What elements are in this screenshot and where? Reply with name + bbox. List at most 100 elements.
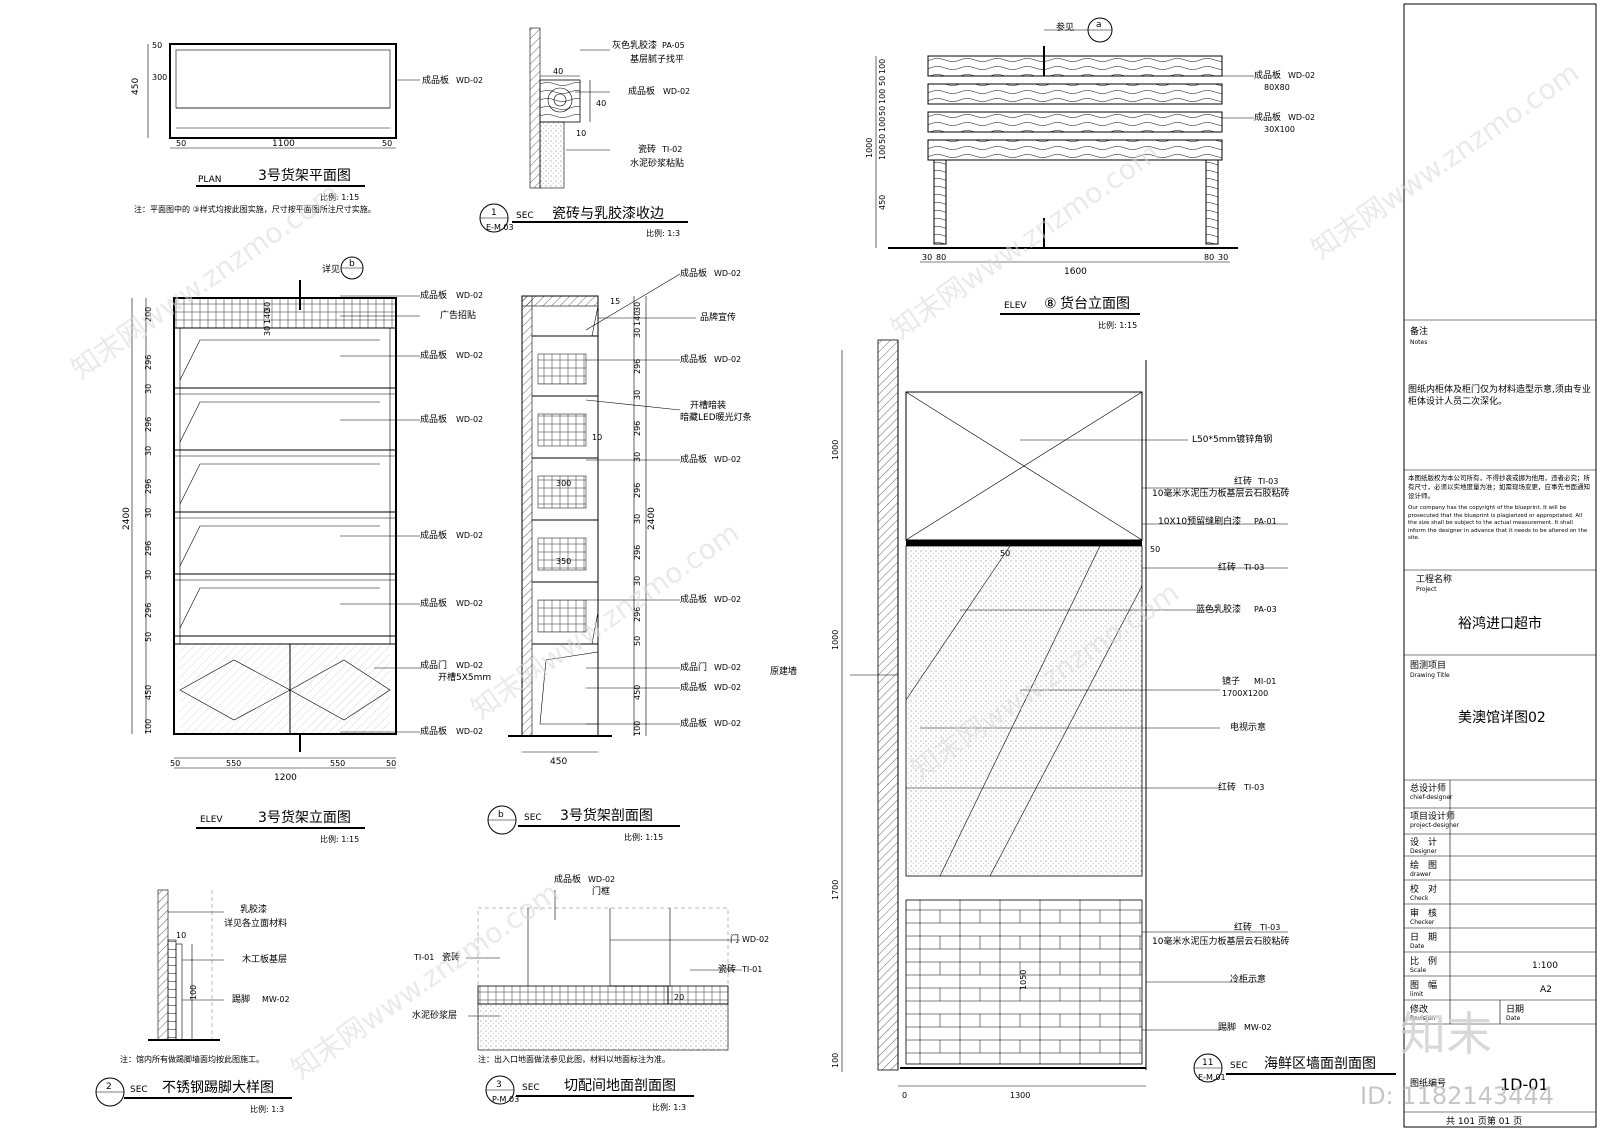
dim: 30	[263, 302, 272, 312]
rev-date-label-en: Date	[1506, 1015, 1521, 1022]
callout-code: WD-02	[714, 455, 741, 464]
callout-code: WD-02	[456, 599, 483, 608]
callout-label: 乳胶漆	[240, 903, 267, 915]
callout-label: 冷柜示意	[1230, 973, 1266, 985]
row-label: 审 核	[1410, 907, 1437, 919]
row-label-en: Checker	[1410, 919, 1435, 926]
callout-label: 详见各立面材料	[224, 917, 287, 929]
row-label-en: limit	[1410, 991, 1424, 998]
drawing-tag: ELEV	[200, 815, 223, 825]
callout-code: WD-02	[456, 415, 483, 424]
callout-code: MI-01	[1254, 677, 1276, 686]
callout-code: WD-02	[456, 727, 483, 736]
drawing-num: ⑧	[1044, 296, 1057, 312]
watermark-text: 知末网www.znzmo.com	[465, 516, 745, 726]
callout-sub: 80X80	[1264, 83, 1290, 92]
row-label-en: project-designer	[1410, 822, 1460, 829]
title-block: 备注 Notes 图纸内柜体及柜门仅为材料造型示意,须由专业柜体设计人员二次深化…	[1403, 3, 1597, 1128]
drawing-scale: 比例: 1:15	[320, 834, 359, 844]
dim: 50	[878, 106, 887, 116]
section-ref: E-M.01	[1198, 1073, 1226, 1082]
callout-code: TI-03	[1243, 783, 1264, 792]
callout-code: WD-02	[714, 355, 741, 364]
section-ref: E-M.03	[486, 223, 514, 232]
dim: 15	[610, 297, 620, 306]
drawing-title: 海鲜区墙面剖面图	[1264, 1056, 1376, 1072]
callout-code: PA-03	[1254, 605, 1277, 614]
drawing-title: 不锈钢踢脚大样图	[162, 1080, 274, 1096]
section-number: 1	[491, 208, 497, 218]
callout-code: WD-02	[714, 719, 741, 728]
dim: 100	[878, 117, 887, 132]
drawing-tag: ELEV	[1004, 301, 1027, 311]
dim: 450	[550, 757, 567, 767]
sheet-label: 图纸编号	[1410, 1077, 1446, 1089]
dim: 80	[1204, 253, 1214, 262]
dim: 80	[936, 253, 946, 262]
drawing-title: 切配间地面剖面图	[564, 1078, 676, 1094]
dim: 300	[152, 73, 167, 82]
drawing-tag: SEC	[516, 211, 534, 221]
dim: 2400	[122, 507, 132, 530]
callout-code: PA-01	[1254, 517, 1277, 526]
drawing-note: 注：出入口地面做法参见此图，材料以地面标注为准。	[478, 1054, 670, 1064]
callout-code: WD-02	[456, 76, 483, 85]
callout-label: 成品板	[420, 413, 447, 425]
dim: 20	[674, 993, 684, 1002]
callout-code: TI-01	[413, 953, 434, 962]
callout-code: TI-01	[741, 965, 762, 974]
dim: 296	[144, 355, 153, 370]
dim: 350	[556, 557, 571, 566]
callout-label: 成品板	[420, 529, 447, 541]
callout-label: 开槽暗装	[690, 399, 726, 411]
watermark-text: 知末网www.znzmo.com	[1305, 56, 1585, 266]
notes-label: 备注	[1410, 325, 1428, 337]
dim: 30	[144, 384, 153, 394]
callout-code: WD-02	[742, 935, 769, 944]
rev-date-label: 日期	[1506, 1004, 1524, 1015]
callout-label: 成品门	[420, 659, 447, 671]
dim: 10	[576, 129, 586, 138]
dim: 550	[330, 759, 345, 768]
dim: 296	[144, 479, 153, 494]
drawing-title: 3号货架立面图	[258, 809, 351, 826]
dim: 1000	[831, 630, 840, 650]
callout-code: WD-02	[663, 87, 690, 96]
drawing-title: 3号货架平面图	[258, 167, 351, 184]
dim: 296	[144, 603, 153, 618]
elevation-3-shelf: 详见 b 200 296 30 296 30 296 30 296 30 296…	[122, 256, 491, 844]
section-1-tile-edge: 40 40 10 灰色乳胶漆 PA-05 基层腻子找平 成品板 WD-02 瓷砖…	[479, 27, 690, 238]
row-label-en: Designer	[1410, 848, 1437, 855]
callout-label: 瓷砖	[442, 951, 460, 963]
row-label: 图 幅	[1410, 979, 1437, 991]
callout-code: MW-02	[1244, 1023, 1272, 1032]
drawing-scale: 比例: 1:15	[320, 192, 359, 202]
callout-label: 瓷砖	[638, 143, 656, 155]
drawing-tag: PLAN	[198, 175, 222, 185]
dim: 10	[592, 433, 602, 442]
dim: 1600	[1064, 267, 1087, 277]
ref-text: 详见	[322, 263, 340, 275]
dim: 296	[633, 421, 642, 436]
dim: 100	[878, 59, 887, 74]
drawing-tag: SEC	[130, 1085, 148, 1095]
callout-label: 成品板	[680, 453, 707, 465]
callout-code: WD-02	[1288, 113, 1315, 122]
project-label: 工程名称	[1416, 573, 1452, 585]
section-ref: P-M.03	[492, 1095, 519, 1104]
notes-text: 图纸内柜体及柜门仅为材料造型示意,须由专业柜体设计人员二次深化。	[1408, 385, 1591, 407]
dim: 140	[633, 311, 642, 326]
callout-label: 开槽5X5mm	[438, 671, 491, 683]
dim: 30	[144, 570, 153, 580]
dim: 1700	[831, 880, 840, 900]
callout-label: 成品板	[420, 289, 447, 301]
callout-code: MW-02	[262, 995, 290, 1004]
dim: 10	[176, 931, 186, 940]
dim: 100	[633, 721, 642, 736]
row-label: 日 期	[1410, 932, 1437, 943]
dim: 50	[386, 759, 396, 768]
dim: 40	[596, 99, 606, 108]
callout-sub: 30X100	[1264, 125, 1295, 134]
drawing-title: 货台立面图	[1060, 295, 1130, 312]
